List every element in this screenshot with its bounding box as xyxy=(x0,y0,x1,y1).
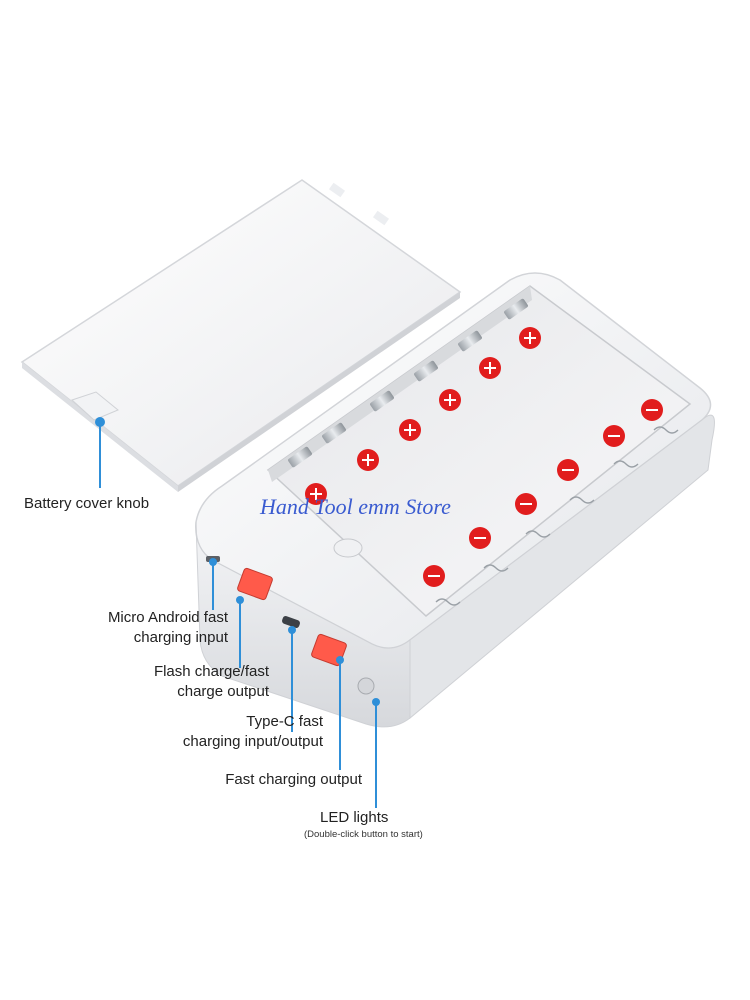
circle-cross-icon xyxy=(519,327,541,349)
micro-android-label-line2: charging input xyxy=(133,629,228,646)
store-watermark: Hand Tool emm Store xyxy=(260,494,451,519)
circle-cross-icon xyxy=(399,419,421,441)
led-button xyxy=(357,677,375,695)
circle-cross-icon xyxy=(305,483,327,505)
battery-contacts xyxy=(288,298,679,606)
negative-markers xyxy=(423,399,663,587)
led-lights-note: (Double-click button to start) xyxy=(304,829,423,840)
circle-minus-icon xyxy=(641,399,663,421)
circle-minus-icon xyxy=(515,493,537,515)
circle-minus-icon xyxy=(603,425,625,447)
battery-cover-knob-label: Battery cover knob xyxy=(24,495,150,512)
led-lights-label: LED lights xyxy=(320,809,389,826)
callout-dots xyxy=(209,558,380,706)
type-c-label-line1: Type-C fast xyxy=(246,713,323,730)
type-c-port xyxy=(282,616,300,628)
circle-cross-icon xyxy=(357,449,379,471)
circle-cross-icon xyxy=(479,357,501,379)
type-c-label-line2: charging input/output xyxy=(182,733,323,750)
power-bank-shell xyxy=(195,272,715,728)
circle-cross-icon xyxy=(439,389,461,411)
circle-minus-icon xyxy=(423,565,445,587)
positive-markers xyxy=(305,327,541,505)
flash-charge-label-line2: charge output xyxy=(177,683,269,700)
callout-lines xyxy=(99,422,377,808)
micro-android-label-line1: Micro Android fast xyxy=(107,609,228,626)
circle-minus-icon xyxy=(557,459,579,481)
circle-minus-icon xyxy=(469,527,491,549)
fast-output-label: Fast charging output xyxy=(225,771,362,788)
usb-a-port-1 xyxy=(237,567,273,601)
flash-charge-label-line1: Flash charge/fast xyxy=(153,663,269,680)
